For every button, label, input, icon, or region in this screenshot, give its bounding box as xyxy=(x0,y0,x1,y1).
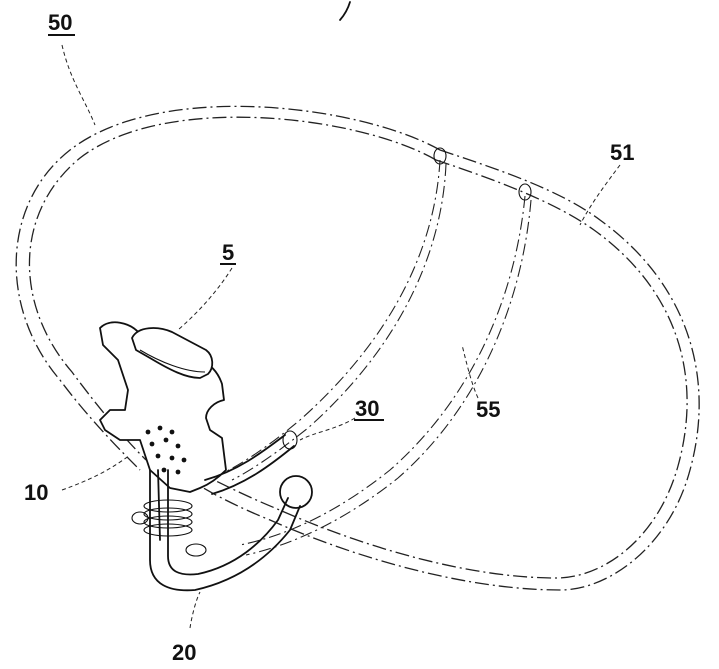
leader-lines xyxy=(61,44,621,629)
label-55: 55 xyxy=(476,397,500,422)
label-30: 30 xyxy=(355,396,379,421)
rest-pad-5 xyxy=(131,327,214,379)
hook-20 xyxy=(131,469,301,592)
label-5: 5 xyxy=(222,240,234,265)
label-50: 50 xyxy=(48,10,72,35)
label-51: 51 xyxy=(610,140,634,165)
reference-labels: 50 51 5 30 55 10 20 xyxy=(24,10,634,665)
outer-loop-50 xyxy=(15,105,700,591)
top-mark xyxy=(339,1,351,21)
junction-nubs xyxy=(433,147,532,201)
label-20: 20 xyxy=(172,640,196,665)
label-10: 10 xyxy=(24,480,48,505)
coil-wraps xyxy=(143,499,193,537)
perforations xyxy=(145,425,187,475)
device-body-10 xyxy=(99,321,227,493)
inner-band-55 xyxy=(224,159,532,556)
